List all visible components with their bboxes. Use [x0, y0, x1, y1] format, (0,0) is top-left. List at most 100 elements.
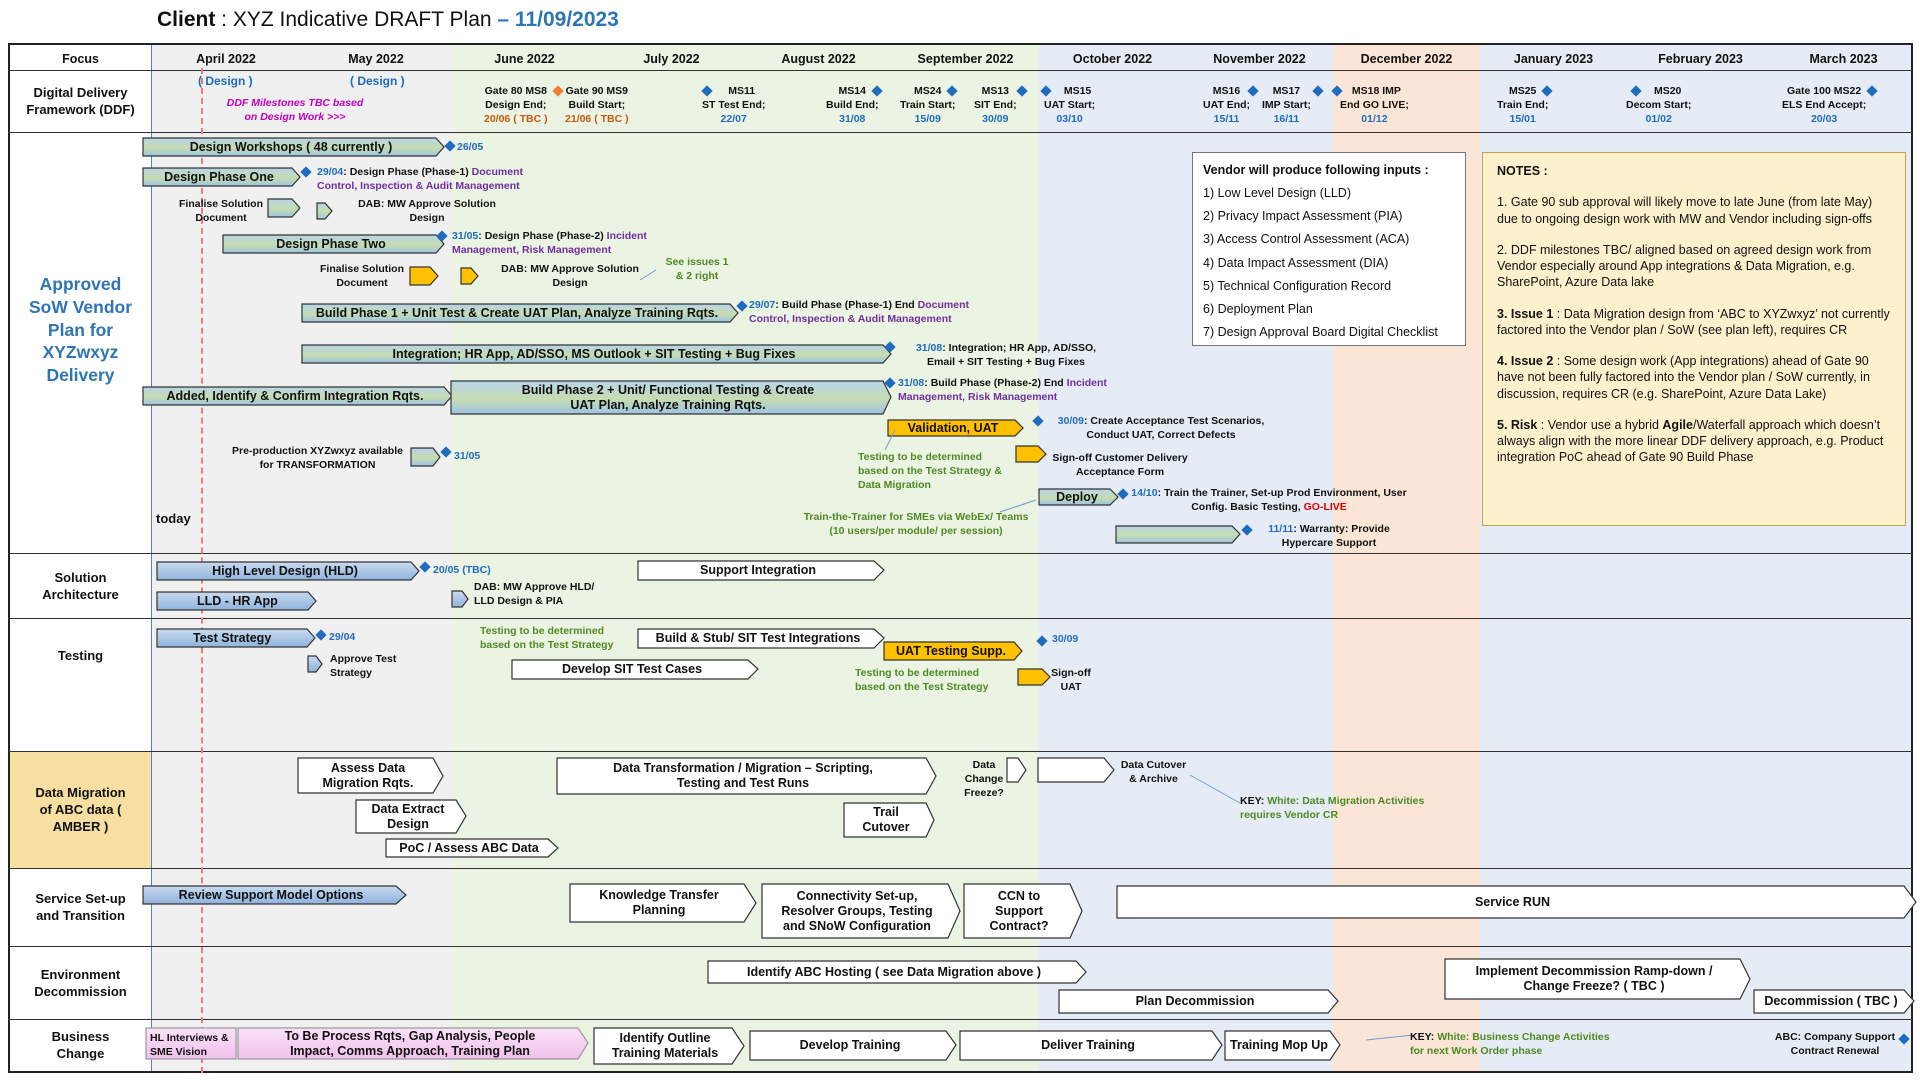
dp2-text: : Design Phase (Phase-2): [478, 230, 607, 242]
note-5-text-b: /Waterfall approach which doesn’t always…: [1497, 417, 1884, 465]
dp2-date: 31/05: [452, 230, 479, 242]
arrow-bar: [1037, 757, 1115, 783]
poc-assess-bar: PoC / Assess ABC Data: [399, 840, 539, 855]
milestone-label: ELS End Accept;: [1782, 99, 1867, 112]
ccn-support-bar: CCN to Support Contract?: [989, 888, 1049, 933]
lld-bar: LLD - HR App: [197, 593, 278, 608]
milestone-gate90: Gate 90 MS9 Build Start; 21/06 ( TBC ): [565, 84, 629, 127]
arrow-bar: [1115, 525, 1241, 544]
milestone-date: 16/11: [1273, 113, 1300, 126]
row-divider: [8, 553, 1913, 554]
added-integration-bar: Added, Identify & Confirm Integration Rq…: [166, 388, 424, 403]
row-label-solution: Solution Architecture: [42, 569, 119, 602]
milestone-label: UAT End;: [1203, 99, 1251, 112]
design-phase1-milestone: 29/04: Design Phase (Phase-1) Document C…: [317, 165, 557, 193]
milestone-ms18: MS18 IMP End GO LIVE; 01/12: [1340, 84, 1409, 127]
dp1-date: 29/04: [317, 166, 344, 178]
header-apr: April 2022: [196, 52, 256, 66]
header-feb: February 2023: [1658, 52, 1743, 66]
connector-line: [1189, 774, 1241, 804]
arrow-bar: [142, 137, 445, 157]
integration-bar: Integration; HR App, AD/SSO, MS Outlook …: [392, 346, 796, 361]
milestone-label: End GO LIVE;: [1340, 99, 1409, 112]
milestone-date: 20/06 ( TBC ): [484, 113, 548, 126]
milestone-name: MS11: [728, 85, 756, 97]
row-label-environment: Environment Decommission: [34, 966, 127, 999]
milestone-name: Gate 80 MS8: [484, 85, 548, 97]
uat-testing-supp-bar: UAT Testing Supp.: [896, 643, 1006, 658]
milestone-name: MS25: [1508, 85, 1537, 97]
implement-decommission-bar: Implement Decommission Ramp-down / Chang…: [1475, 964, 1713, 993]
milestone-name: MS16: [1212, 85, 1241, 97]
migration-key: KEY: White: Data Migration Activities re…: [1240, 794, 1430, 822]
approve-test-strategy: Approve Test Strategy: [330, 653, 397, 680]
milestone-name: Gate 90 MS9: [565, 85, 629, 97]
dp1-purple: Document Control, Inspection & Audit Man…: [317, 166, 523, 193]
b1-text: : Build Phase (Phase-1) End: [775, 299, 918, 311]
arrow-bar: [316, 202, 333, 220]
training-mop-up-bar: Training Mop Up: [1230, 1038, 1328, 1052]
note-3-label: 3. Issue 1: [1497, 306, 1554, 321]
milestone-ms11: MS11 ST Test End; 22/07: [702, 84, 765, 127]
design-workshops-bar: Design Workshops ( 48 currently ): [189, 139, 393, 154]
milestone-date: 20/03: [1810, 113, 1838, 126]
testing-tbd-note: Testing to be determined based on the Te…: [858, 451, 1002, 492]
arrow-bar: [569, 883, 757, 923]
business-key: KEY: White: Business Change Activities f…: [1410, 1030, 1610, 1058]
knowledge-transfer-bar: Knowledge Transfer Planning: [599, 888, 719, 917]
validation-milestone: 30/09: Create Acceptance Test Scenarios,…: [1046, 414, 1276, 442]
connector-line: [1365, 1034, 1415, 1041]
int-date: 31/08: [915, 342, 943, 354]
arrow-bar: [1058, 989, 1339, 1014]
arrow-bar: [355, 799, 467, 834]
milestone-date: 01/12: [1361, 113, 1388, 126]
signoff-uat: Sign-off UAT: [1051, 667, 1091, 694]
dep-date: 14/10: [1131, 487, 1158, 499]
arrow-bar: [156, 591, 317, 611]
integration-milestone: 31/08: Integration; HR App, AD/SSO, Emai…: [906, 341, 1106, 369]
header-jul: July 2022: [643, 52, 700, 66]
b2-text: : Build Phase (Phase-2) End: [924, 377, 1067, 389]
row-label-approved: Approved SoW Vendor Plan for XYZwxyz Del…: [28, 274, 133, 386]
hl-interviews: HL Interviews & SME Vision: [150, 1032, 229, 1059]
header-focus: Focus: [62, 52, 99, 66]
ddf-design-may: ( Design ): [350, 74, 405, 88]
data-extract-bar: Data Extract Design: [371, 801, 445, 831]
vendor-title: Vendor will produce following inputs :: [1203, 163, 1429, 177]
build-phase-1-bar: Build Phase 1 + Unit Test & Create UAT P…: [315, 305, 719, 320]
header-aug: August 2022: [781, 52, 856, 66]
arrow-bar: [761, 883, 961, 939]
build-phase2-milestone: 31/08: Build Phase (Phase-2) End Inciden…: [898, 376, 1128, 404]
ddf-design-apr: ( Design ): [198, 74, 253, 88]
milestone-ms16: MS16 UAT End; 15/11: [1203, 84, 1250, 127]
service-run-bar: Service RUN: [1474, 894, 1551, 909]
golive-text: GO-LIVE: [1303, 501, 1347, 514]
vendor-item: 1) Low Level Design (LLD): [1203, 186, 1351, 201]
hld-bar: High Level Design (HLD): [212, 563, 358, 578]
milestone-label: Build End;: [826, 99, 879, 112]
row-label-service: Service Set-up and Transition: [35, 891, 126, 923]
to-be-process-bar: To Be Process Rqts, Gap Analysis, People…: [284, 1028, 536, 1058]
milestone-name: MS17: [1272, 85, 1301, 97]
arrow-bar: [637, 560, 885, 581]
vendor-inputs-box: Vendor will produce following inputs : 1…: [1192, 152, 1466, 346]
row-label-testing: Testing: [57, 647, 104, 663]
note-5-text-a: : Vendor use a hybrid: [1537, 417, 1663, 432]
decommission-bar: Decommission ( TBC ): [1764, 994, 1898, 1008]
arrow-bar: [1015, 445, 1047, 463]
data-cutover-archive: Data Cutover & Archive: [1120, 759, 1187, 786]
test-strategy-date: 29/04: [329, 631, 356, 643]
design-workshops-date: 26/05: [457, 141, 484, 153]
warranty-milestone: 11/11: Warranty: Provide Hypercare Suppo…: [1254, 522, 1404, 550]
connectivity-bar: Connectivity Set-up, Resolver Groups, Te…: [781, 888, 933, 933]
arrow-bar: [142, 167, 301, 187]
milestone-name: Gate 100 MS22: [1787, 85, 1862, 97]
row-label-business: Business Change: [51, 1029, 110, 1061]
arrow-bar: [1753, 989, 1915, 1014]
milestone-gate100: Gate 100 MS22 ELS End Accept; 20/03: [1782, 84, 1866, 127]
war-text: : Warranty: Provide Hypercare Support: [1281, 523, 1390, 550]
milestone-name: MS14: [838, 85, 866, 97]
header-jan: January 2023: [1513, 52, 1594, 66]
arrow-bar: [843, 802, 935, 838]
val-text: : Create Acceptance Test Scenarios, Cond…: [1083, 415, 1265, 442]
